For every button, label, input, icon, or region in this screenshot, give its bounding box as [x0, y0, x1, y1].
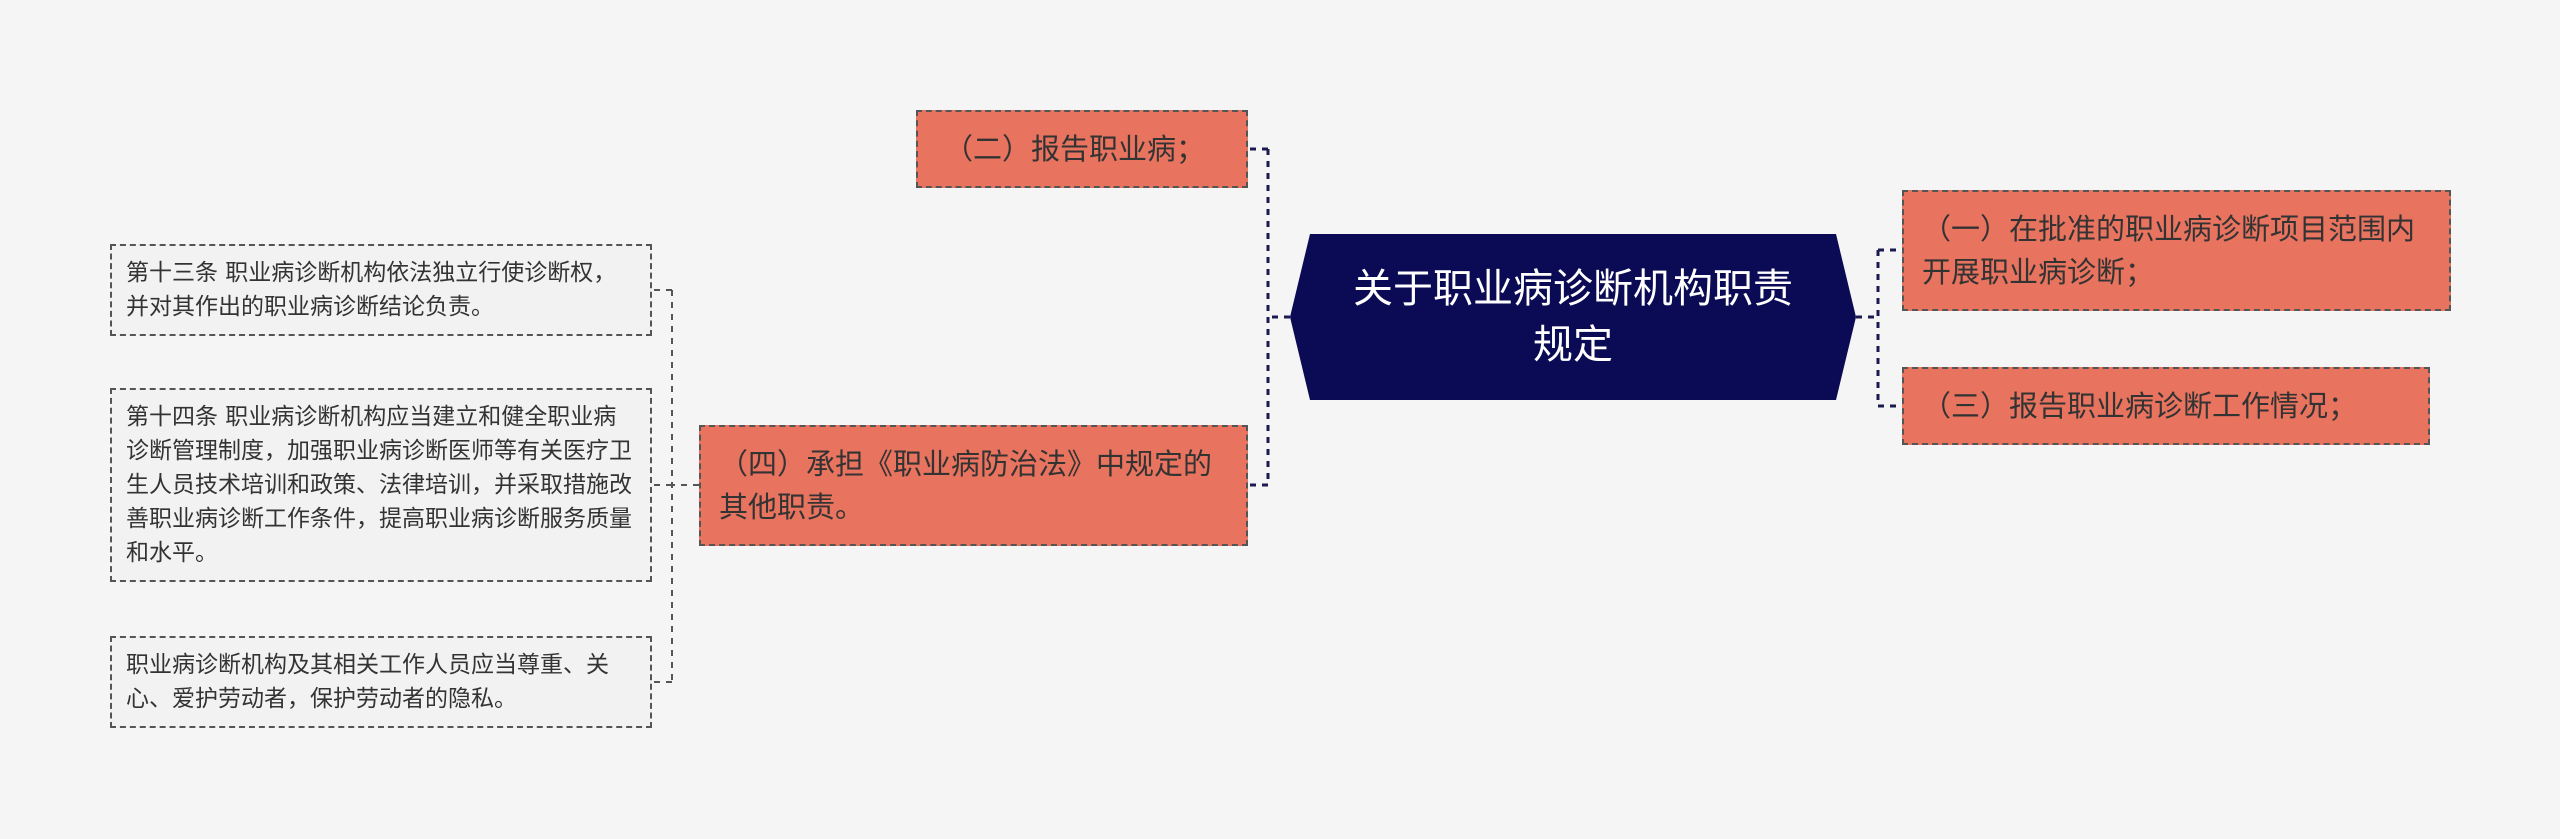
branch-4-label: （四）承担《职业病防治法》中规定的其他职责。 [719, 446, 1213, 524]
leaf-3-text: 职业病诊断机构及其相关工作人员应当尊重、关心、爱护劳动者，保护劳动者的隐私。 [126, 652, 609, 712]
leaf-1-text: 第十三条 职业病诊断机构依法独立行使诊断权，并对其作出的职业病诊断结论负责。 [126, 260, 617, 320]
root-node[interactable]: 关于职业病诊断机构职责规定 [1290, 234, 1856, 400]
leaf-node-article-13[interactable]: 第十三条 职业病诊断机构依法独立行使诊断权，并对其作出的职业病诊断结论负责。 [110, 244, 652, 336]
branch-node-1[interactable]: （一）在批准的职业病诊断项目范围内开展职业病诊断； [1902, 190, 2451, 311]
root-title: 关于职业病诊断机构职责规定 [1353, 266, 1793, 368]
leaf-2-text: 第十四条 职业病诊断机构应当建立和健全职业病诊断管理制度，加强职业病诊断医师等有… [126, 404, 632, 566]
branch-node-3[interactable]: （三）报告职业病诊断工作情况； [1902, 367, 2430, 445]
branch-3-label: （三）报告职业病诊断工作情况； [1922, 388, 2358, 423]
branch-node-2[interactable]: （二）报告职业病； [916, 110, 1248, 188]
branch-1-label: （一）在批准的职业病诊断项目范围内开展职业病诊断； [1922, 211, 2416, 289]
branch-2-label: （二）报告职业病； [944, 131, 1206, 166]
leaf-node-privacy[interactable]: 职业病诊断机构及其相关工作人员应当尊重、关心、爱护劳动者，保护劳动者的隐私。 [110, 636, 652, 728]
branch-node-4[interactable]: （四）承担《职业病防治法》中规定的其他职责。 [699, 425, 1248, 546]
root-hexagon-shape [1290, 234, 1856, 400]
leaf-node-article-14[interactable]: 第十四条 职业病诊断机构应当建立和健全职业病诊断管理制度，加强职业病诊断医师等有… [110, 388, 652, 582]
